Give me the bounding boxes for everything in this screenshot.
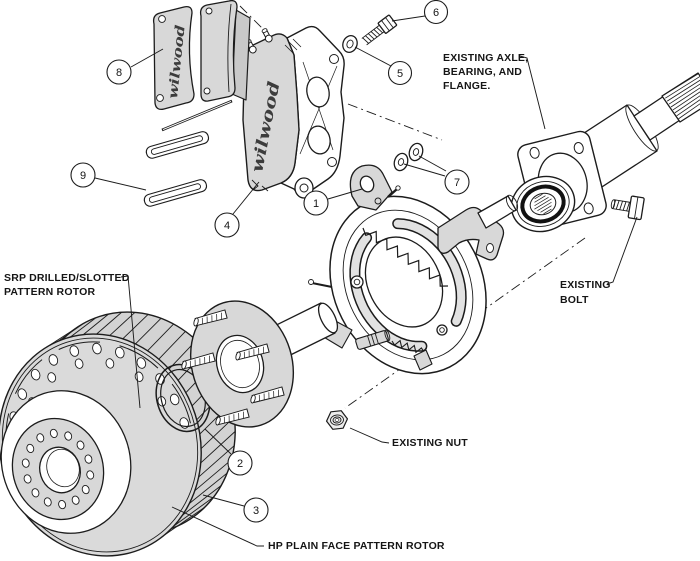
- lever-pin: [311, 282, 333, 288]
- label-existing-nut: EXISTING NUT: [349, 427, 468, 449]
- callout-1: 1: [303, 188, 363, 216]
- existing-nut: [325, 410, 349, 430]
- bleed-screw: [261, 28, 273, 43]
- leader-line: [519, 55, 546, 130]
- wheel-studs: [181, 309, 285, 426]
- axle-splines: [663, 72, 700, 120]
- adjuster-spring: [391, 339, 425, 354]
- crush-washer: [342, 35, 358, 53]
- brake-pad-outer: [199, 0, 238, 102]
- svg-text:7: 7: [454, 177, 460, 189]
- brake-pad-inner: wilwood: [152, 5, 195, 111]
- svg-text:2: 2: [237, 458, 243, 470]
- bearing-seal-ring: [520, 184, 566, 224]
- callout-2: 2: [204, 428, 253, 476]
- svg-text:HP PLAIN FACE PATTERN ROTOR: HP PLAIN FACE PATTERN ROTOR: [268, 540, 445, 552]
- brake-shoes: [349, 218, 467, 352]
- svg-text:BEARING, AND: BEARING, AND: [443, 66, 522, 78]
- hold-down-cup: [436, 324, 448, 336]
- callout-7: 7: [403, 155, 470, 195]
- svg-text:8: 8: [116, 67, 122, 79]
- svg-text:EXISTING: EXISTING: [560, 279, 611, 291]
- leader-line: [606, 216, 638, 285]
- callout-4: 4: [214, 181, 260, 238]
- mounting-ear: [349, 164, 393, 211]
- callout-3: 3: [202, 494, 269, 523]
- existing-bolt: [610, 195, 645, 221]
- svg-text:3: 3: [253, 505, 259, 517]
- rotor-hat-holes: [21, 428, 95, 510]
- callout-5: 5: [354, 46, 413, 86]
- axle-assembly: [510, 72, 700, 233]
- callout-8: 8: [106, 48, 164, 85]
- parking-brake-assembly: [308, 164, 519, 375]
- svg-text:4: 4: [224, 220, 230, 232]
- svg-text:EXISTING AXLE,: EXISTING AXLE,: [443, 52, 528, 64]
- backing-plate-tab: [413, 349, 433, 371]
- caliper-bolt: [361, 14, 398, 46]
- callout-6: 6: [391, 0, 449, 25]
- svg-text:5: 5: [397, 68, 403, 80]
- pad-retainer-clips: [143, 99, 233, 207]
- hub-flange: [181, 300, 295, 428]
- brake-pads: wilwood: [152, 0, 251, 111]
- svg-text:SRP DRILLED/SLOTTED: SRP DRILLED/SLOTTED: [4, 272, 130, 284]
- return-spring: [362, 227, 449, 287]
- retainer-clip: [143, 179, 208, 207]
- ear-stud: [387, 188, 398, 198]
- caliper: wilwood: [242, 25, 345, 199]
- svg-text:6: 6: [433, 7, 439, 19]
- svg-text:BOLT: BOLT: [560, 294, 589, 306]
- svg-text:EXISTING NUT: EXISTING NUT: [392, 437, 468, 449]
- leader-line: [171, 506, 264, 547]
- rotor-center-bore: [39, 446, 81, 494]
- svg-text:PATTERN ROTOR: PATTERN ROTOR: [4, 286, 95, 298]
- shoe-adjuster: [355, 329, 391, 350]
- retainer-clip: [145, 131, 210, 159]
- anchor-bracket: [437, 194, 519, 261]
- hold-down-cup: [350, 275, 364, 289]
- label-srp-rotor: SRP DRILLED/SLOTTED PATTERN ROTOR: [4, 272, 141, 409]
- svg-text:FLANGE.: FLANGE.: [443, 80, 490, 92]
- rotor-slots: [5, 341, 191, 460]
- center-line: [347, 103, 443, 141]
- svg-text:1: 1: [313, 198, 319, 210]
- label-existing-axle: EXISTING AXLE, BEARING, AND FLANGE.: [443, 52, 546, 130]
- label-hp-rotor: HP PLAIN FACE PATTERN ROTOR: [171, 506, 445, 552]
- svg-text:9: 9: [80, 170, 86, 182]
- label-existing-bolt: EXISTING BOLT: [560, 216, 638, 306]
- callout-9: 9: [70, 162, 147, 191]
- leader-line: [120, 275, 141, 409]
- axle-bearing: [510, 175, 576, 233]
- leader-line: [349, 427, 390, 444]
- bearing-bore-splines: [534, 193, 552, 215]
